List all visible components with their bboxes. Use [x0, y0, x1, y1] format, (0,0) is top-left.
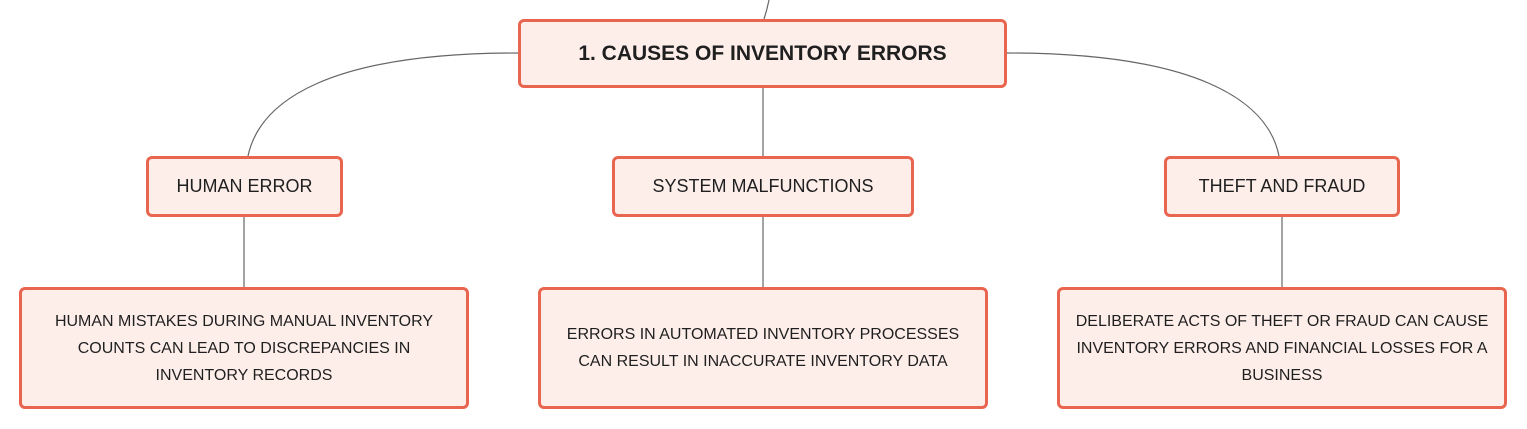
detail-text-human-error: HUMAN MISTAKES DURING MANUAL INVENTORY C…	[54, 312, 434, 384]
detail-node-theft-and-fraud[interactable]: DELIBERATE ACTS OF THEFT OR FRAUD CAN CA…	[1057, 287, 1507, 409]
detail-text-system-malfunctions: ERRORS IN AUTOMATED INVENTORY PROCESSES …	[566, 326, 960, 370]
connector-root-to-theft-and-fraud	[1006, 52, 1280, 157]
detail-node-human-error[interactable]: HUMAN MISTAKES DURING MANUAL INVENTORY C…	[19, 287, 469, 409]
root-label: 1. CAUSES OF INVENTORY ERRORS	[578, 41, 947, 65]
topic-node-system-malfunctions[interactable]: SYSTEM MALFUNCTIONS	[612, 156, 914, 217]
root-node[interactable]: 1. CAUSES OF INVENTORY ERRORS	[518, 19, 1007, 88]
topic-node-theft-and-fraud[interactable]: THEFT AND FRAUD	[1164, 156, 1400, 217]
detail-node-system-malfunctions[interactable]: ERRORS IN AUTOMATED INVENTORY PROCESSES …	[538, 287, 988, 409]
detail-text-theft-and-fraud: DELIBERATE ACTS OF THEFT OR FRAUD CAN CA…	[1075, 312, 1489, 384]
topic-label-theft-and-fraud: THEFT AND FRAUD	[1198, 176, 1366, 196]
connector-root-to-human-error	[247, 52, 519, 157]
topic-label-system-malfunctions: SYSTEM MALFUNCTIONS	[652, 176, 874, 196]
topic-node-human-error[interactable]: HUMAN ERROR	[146, 156, 343, 217]
topic-label-human-error: HUMAN ERROR	[176, 176, 313, 196]
connector-incoming	[763, 0, 770, 20]
